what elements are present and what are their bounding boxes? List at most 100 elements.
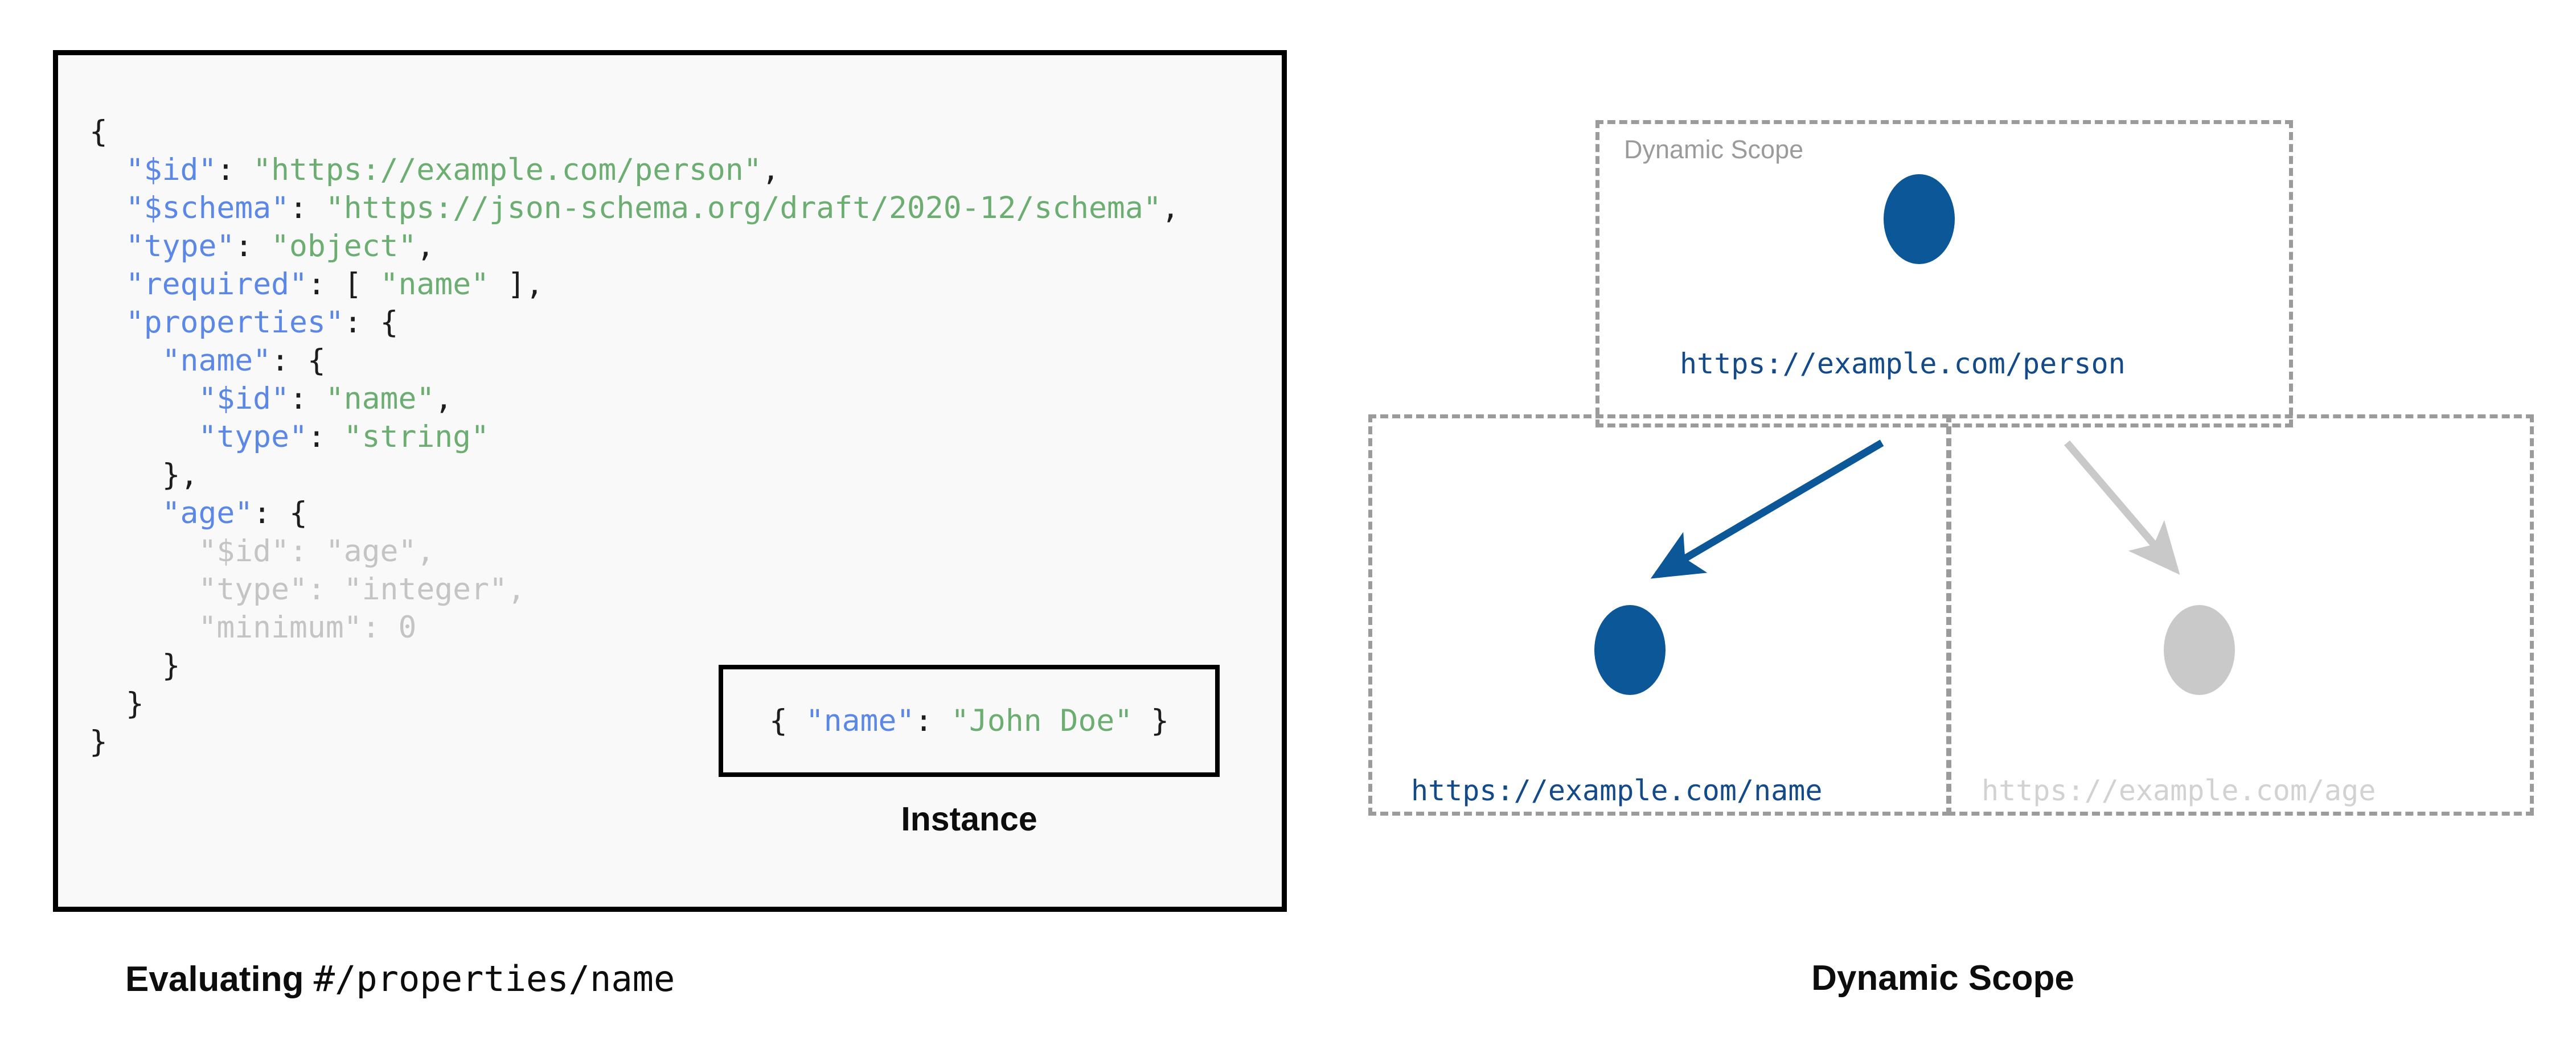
code-token: "minimum" xyxy=(198,610,362,645)
code-token: "name" xyxy=(162,343,272,378)
code-token: "type" xyxy=(125,229,235,264)
code-token: , xyxy=(1161,191,1180,225)
instance-code: { "name": "John Doe" } xyxy=(769,704,1169,738)
code-token xyxy=(89,153,126,187)
scope-box-person xyxy=(1595,120,2293,427)
node-name-circle xyxy=(1594,605,1666,695)
code-token: 0 xyxy=(398,610,417,645)
code-token: : xyxy=(216,153,253,187)
scope-box-name xyxy=(1368,414,1950,816)
code-line: "required": [ "name" ], xyxy=(89,265,1180,303)
code-token: : xyxy=(307,572,344,607)
evaluating-caption-pointer: #/properties/name xyxy=(313,958,675,999)
code-line: "$id": "https://example.com/person", xyxy=(89,151,1180,189)
schema-figure: { "$id": "https://example.com/person", "… xyxy=(53,50,1287,999)
instance-box: { "name": "John Doe" } xyxy=(719,665,1220,777)
code-token xyxy=(89,229,126,264)
code-token: "required" xyxy=(125,267,307,302)
code-token: "$id" xyxy=(198,381,289,416)
code-token xyxy=(89,496,162,530)
code-token: } xyxy=(89,686,144,721)
code-token xyxy=(89,610,198,645)
code-line: } xyxy=(89,685,1180,723)
code-token: : { xyxy=(271,343,326,378)
code-token: , xyxy=(434,381,453,416)
node-name-label: https://example.com/name xyxy=(1411,774,1823,807)
code-token: ], xyxy=(489,267,544,302)
code-line: "type": "string" xyxy=(89,418,1180,456)
code-token: , xyxy=(507,572,526,607)
code-token: } xyxy=(89,648,181,683)
code-token: , xyxy=(416,229,435,264)
code-token: : xyxy=(289,534,326,569)
code-token: }, xyxy=(89,458,199,492)
code-token: "integer" xyxy=(343,572,507,607)
code-token: : xyxy=(289,381,326,416)
dynamic-scope-figure: Dynamic Scope https://example.com/person… xyxy=(1310,0,2576,1053)
code-token: "object" xyxy=(271,229,417,264)
code-token xyxy=(89,191,126,225)
code-token: "string" xyxy=(343,419,490,454)
code-token: "age" xyxy=(162,496,253,530)
code-token: : [ xyxy=(307,267,380,302)
code-line: "type": "integer", xyxy=(89,570,1180,608)
code-token: : { xyxy=(253,496,307,530)
evaluating-caption: Evaluating #/properties/name xyxy=(125,958,675,999)
code-token: } xyxy=(89,725,108,759)
code-token: : xyxy=(289,191,326,225)
code-line: }, xyxy=(89,456,1180,494)
schema-code-panel: { "$id": "https://example.com/person", "… xyxy=(53,50,1287,912)
code-token: "name" xyxy=(380,267,490,302)
dynamic-scope-caption: Dynamic Scope xyxy=(1811,959,2074,998)
code-token: { xyxy=(89,114,108,149)
code-line: } xyxy=(89,723,1180,761)
code-token: "type" xyxy=(198,419,307,454)
scope-box-label: Dynamic Scope xyxy=(1624,135,1804,164)
code-token: "$id" xyxy=(198,534,289,569)
code-token: : xyxy=(235,229,272,264)
node-age-circle xyxy=(2164,605,2235,695)
code-token xyxy=(89,343,162,378)
code-token xyxy=(89,305,126,340)
scope-box-age xyxy=(1947,414,2534,816)
code-token: "John Doe" xyxy=(951,704,1133,738)
code-token: "https://json-schema.org/draft/2020-12/s… xyxy=(325,191,1162,225)
evaluating-caption-bold: Evaluating xyxy=(125,960,314,999)
instance-caption: Instance xyxy=(901,800,1037,838)
code-line: "age": { xyxy=(89,494,1180,532)
code-token: "type" xyxy=(198,572,307,607)
code-line: "minimum": 0 xyxy=(89,608,1180,647)
code-token: "name" xyxy=(325,381,435,416)
code-token: "$schema" xyxy=(125,191,290,225)
code-token xyxy=(89,381,198,416)
node-person-label: https://example.com/person xyxy=(1680,347,2126,380)
code-token: , xyxy=(761,153,780,187)
code-token xyxy=(89,534,198,569)
schema-code-listing: { "$id": "https://example.com/person", "… xyxy=(89,113,1180,761)
code-token: "age" xyxy=(325,534,417,569)
code-line: "name": { xyxy=(89,342,1180,380)
node-age-label: https://example.com/age xyxy=(1982,774,2376,807)
code-token: , xyxy=(416,534,435,569)
code-token xyxy=(89,419,198,454)
code-line: "$id": "age", xyxy=(89,532,1180,570)
code-line: "$schema": "https://json-schema.org/draf… xyxy=(89,189,1180,227)
code-line: { xyxy=(89,113,1180,151)
code-token: : { xyxy=(343,305,399,340)
code-token: : xyxy=(362,610,399,645)
code-token: "$id" xyxy=(125,153,217,187)
code-token: "https://example.com/person" xyxy=(253,153,762,187)
code-token: } xyxy=(1133,704,1170,738)
code-line: "$id": "name", xyxy=(89,380,1180,418)
code-line: "type": "object", xyxy=(89,227,1180,265)
node-person-circle xyxy=(1884,174,1955,264)
code-line: } xyxy=(89,647,1180,685)
code-token: "properties" xyxy=(125,305,344,340)
code-token xyxy=(89,572,198,607)
code-token: "name" xyxy=(805,704,915,738)
code-token xyxy=(89,267,126,302)
code-token: : xyxy=(914,704,951,738)
code-token: : xyxy=(307,419,344,454)
code-token: { xyxy=(769,704,806,738)
code-line: "properties": { xyxy=(89,303,1180,342)
